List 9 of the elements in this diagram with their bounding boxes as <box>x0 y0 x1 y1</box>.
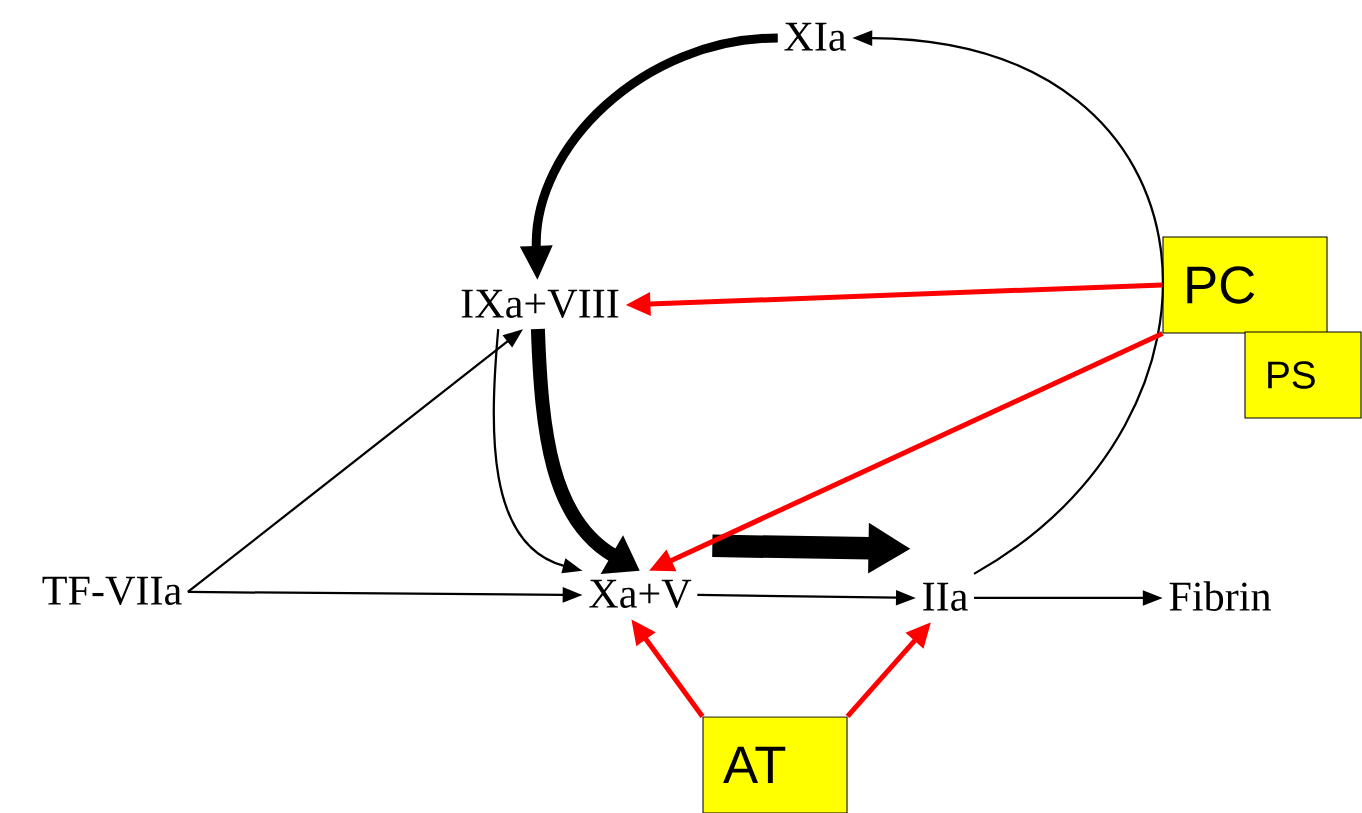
factor-label: IXa+VIII <box>461 289 619 319</box>
inhibitor-box: PS <box>1244 331 1362 419</box>
factor-label: Fibrin <box>1169 581 1271 611</box>
inhibitor-box: AT <box>702 716 848 813</box>
inhibitor-box: PC <box>1162 236 1328 334</box>
factor-label: Xa+V <box>589 579 692 609</box>
factor-label: IIa <box>923 582 968 611</box>
factor-label: XIa <box>784 22 847 51</box>
factor-label: TF-VIIa <box>42 576 182 606</box>
